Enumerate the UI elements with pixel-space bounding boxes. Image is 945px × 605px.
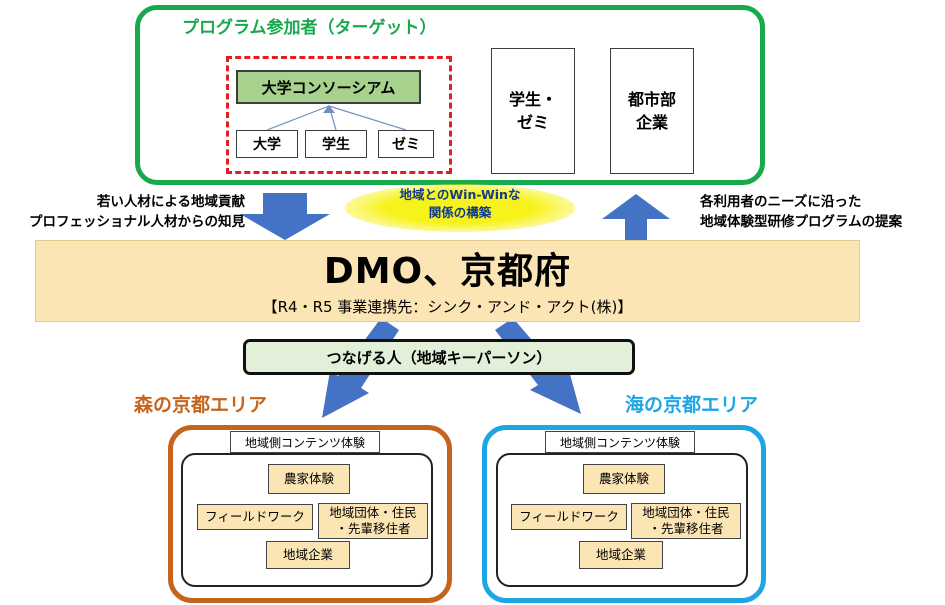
left-flow-text: 若い人材による地域貢献 プロフェッショナル人材からの知見	[29, 194, 245, 231]
sea-content-label: 地域側コンテンツ体験	[545, 431, 695, 453]
forest-area-frame	[168, 425, 452, 603]
win-win-text: 地域とのWin-Winな 関係の構築	[399, 187, 521, 221]
sea-area-frame	[482, 425, 766, 603]
forest-content-label: 地域側コンテンツ体験	[230, 431, 380, 453]
sea-tag-farm: 農家体験	[583, 464, 665, 494]
forest-area-title: 森の京都エリア	[134, 394, 268, 416]
up-arrow-right	[602, 194, 670, 240]
forest-tag-company: 地域企業	[266, 541, 350, 569]
member-seminar: ゼミ	[378, 130, 434, 158]
forest-tag-community: 地域団体・住民 ・先輩移住者	[318, 503, 428, 539]
urban-company-box: 都市部 企業	[610, 48, 694, 174]
forest-tag-farm: 農家体験	[268, 464, 350, 494]
sea-area-title: 海の京都エリア	[625, 394, 759, 416]
student-seminar-box: 学生・ ゼミ	[491, 48, 575, 174]
consortium-arrowhead	[323, 105, 335, 113]
right-flow-text: 各利用者のニーズに沿った 地域体験型研修プログラムの提案	[700, 194, 903, 231]
participants-group	[135, 5, 765, 185]
consortium-box: 大学コンソーシアム	[236, 70, 421, 104]
member-university: 大学	[236, 130, 298, 158]
connector-keyperson: つなげる人（地域キーパーソン）	[243, 339, 635, 375]
sea-tag-fieldwork: フィールドワーク	[511, 504, 627, 530]
consortium-group	[226, 56, 452, 174]
sea-tag-company: 地域企業	[579, 541, 663, 569]
dmo-title: DMO、京都府	[323, 251, 572, 292]
member-student: 学生	[305, 130, 367, 158]
down-arrow-left	[240, 193, 330, 240]
win-win-highlight	[345, 184, 575, 232]
dmo-band	[35, 240, 860, 322]
sea-tag-community: 地域団体・住民 ・先輩移住者	[631, 503, 741, 539]
dmo-subtitle: 【R4・R5 事業連携先：シンク・アンド・アクト(株)】	[262, 298, 633, 316]
forest-tag-fieldwork: フィールドワーク	[197, 504, 313, 530]
participants-title: プログラム参加者（ターゲット）	[182, 18, 437, 38]
